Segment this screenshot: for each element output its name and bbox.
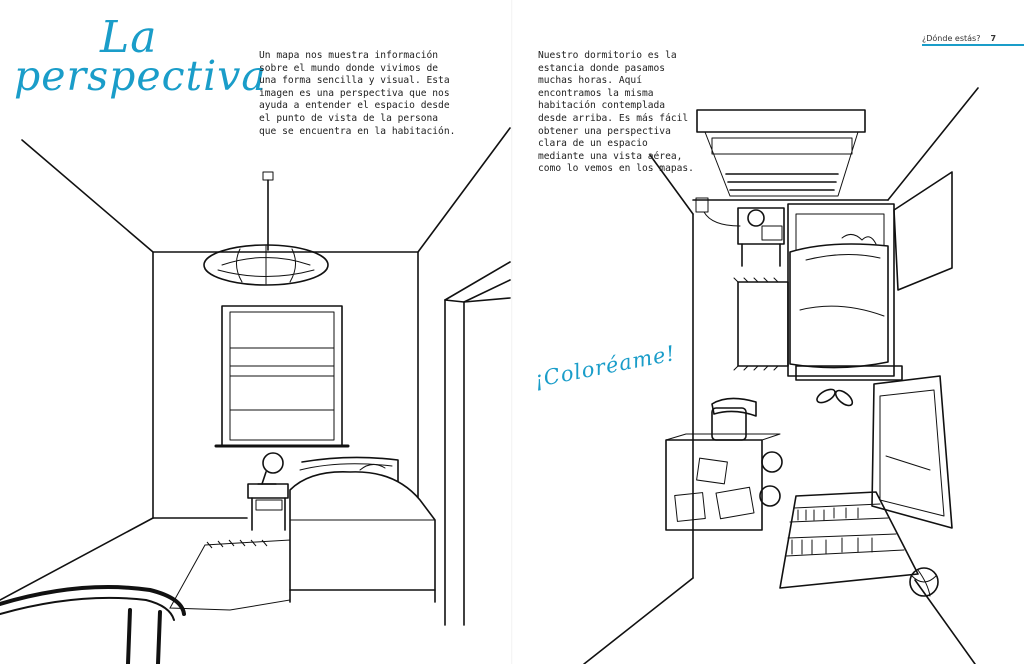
intro-paragraph-left: Un mapa nos muestra información sobre el…: [259, 50, 456, 137]
aerial-bookshelf: [779, 491, 919, 589]
aerial-frame: [893, 171, 953, 291]
page-gutter: [511, 0, 513, 664]
header-rule: [922, 44, 1024, 46]
aerial-wardrobe: [871, 375, 953, 529]
page-title-line2: perspectiva: [14, 52, 267, 100]
page-number: 7: [990, 34, 997, 43]
aerial-window: [696, 109, 866, 197]
nightstand: [247, 452, 289, 531]
running-header: ¿Dónde estás? 7: [922, 34, 996, 43]
aerial-ball: [909, 567, 939, 597]
chair: [0, 585, 186, 664]
intro-paragraph-right: Nuestro dormitorio es la estancia donde …: [538, 50, 694, 175]
aerial-rug: [733, 277, 789, 371]
ceiling-lamp: [203, 171, 329, 286]
running-header-section: ¿Dónde estás?: [922, 34, 981, 43]
aerial-nightstand: [737, 207, 785, 267]
aerial-slippers: [816, 388, 854, 407]
aerial-desk: [665, 433, 783, 531]
aerial-bed: [787, 203, 903, 381]
page-title-line1: La: [100, 12, 158, 63]
rug: [169, 539, 291, 611]
aerial-outlet: [695, 197, 741, 227]
window: [214, 305, 350, 448]
